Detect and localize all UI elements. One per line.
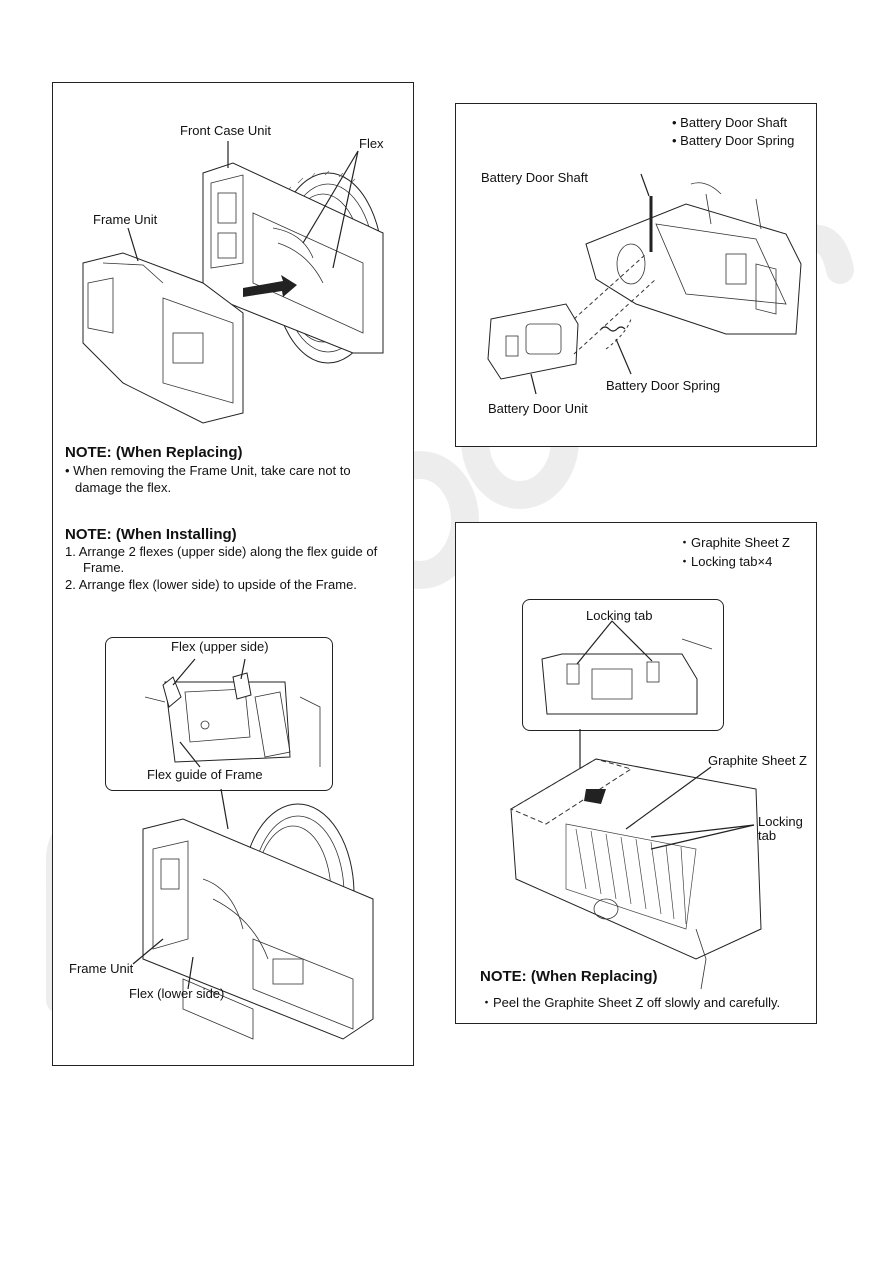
battery-door-unit-label: Battery Door Unit	[488, 401, 588, 416]
frame-unit-label: Frame Unit	[93, 212, 158, 227]
flex-guide-detail-illustration	[144, 658, 321, 768]
front-case-unit-label: Front Case Unit	[180, 123, 272, 138]
locking-tab-label-line-2: tab	[758, 828, 777, 843]
battery-door-shaft-bullet: • Battery Door Shaft	[672, 115, 788, 130]
frame-unit-bottom-label: Frame Unit	[69, 961, 134, 976]
flex-upper-side-label: Flex (upper side)	[171, 639, 269, 654]
note-installing-heading: NOTE: (When Installing)	[65, 526, 237, 543]
assembled-frame-illustration	[132, 788, 374, 1040]
flex-lower-side-label: Flex (lower side)	[129, 986, 225, 1001]
battery-door-spring-label: Battery Door Spring	[606, 378, 721, 393]
battery-door-shaft-label: Battery Door Shaft	[481, 170, 588, 185]
graphite-sheet-illustration	[509, 729, 762, 990]
note-replacing-line-2: damage the flex.	[75, 480, 172, 495]
note-replacing-heading: NOTE: (When Replacing)	[65, 444, 243, 461]
note-installing-line-2: Frame.	[83, 560, 125, 575]
graphite-note-line: ・Peel the Graphite Sheet Z off slowly an…	[480, 995, 781, 1010]
locking-tab-label-line-1: Locking	[758, 814, 803, 829]
note-installing-line-3: 2. Arrange flex (lower side) to upside o…	[65, 577, 357, 592]
note-installing-line-1: 1. Arrange 2 flexes (upper side) along t…	[65, 544, 378, 559]
frame-unit-panel: Front Case Unit Flex Frame Unit NOTE: (W…	[52, 82, 414, 1066]
note-replacing-line-1: • When removing the Frame Unit, take car…	[65, 463, 351, 478]
battery-door-spring-bullet: • Battery Door Spring	[672, 133, 795, 148]
battery-door-illustration	[487, 173, 802, 395]
graphite-sheet-bullet: ・Graphite Sheet Z	[678, 535, 790, 550]
locking-tab-detail-label: Locking tab	[586, 608, 653, 623]
flex-label: Flex	[359, 136, 384, 151]
locking-tab-detail-illustration	[541, 620, 713, 715]
graphite-sheet-z-label: Graphite Sheet Z	[708, 753, 807, 768]
locking-tab-bullet: ・Locking tab×4	[678, 554, 773, 569]
front-case-frame-illustration	[82, 141, 384, 424]
graphite-sheet-panel: ・Graphite Sheet Z ・Locking tab×4 Locking…	[455, 522, 817, 1024]
battery-door-panel: • Battery Door Shaft • Battery Door Spri…	[455, 103, 817, 447]
flex-guide-of-frame-label: Flex guide of Frame	[147, 767, 263, 782]
graphite-note-heading: NOTE: (When Replacing)	[480, 968, 658, 985]
